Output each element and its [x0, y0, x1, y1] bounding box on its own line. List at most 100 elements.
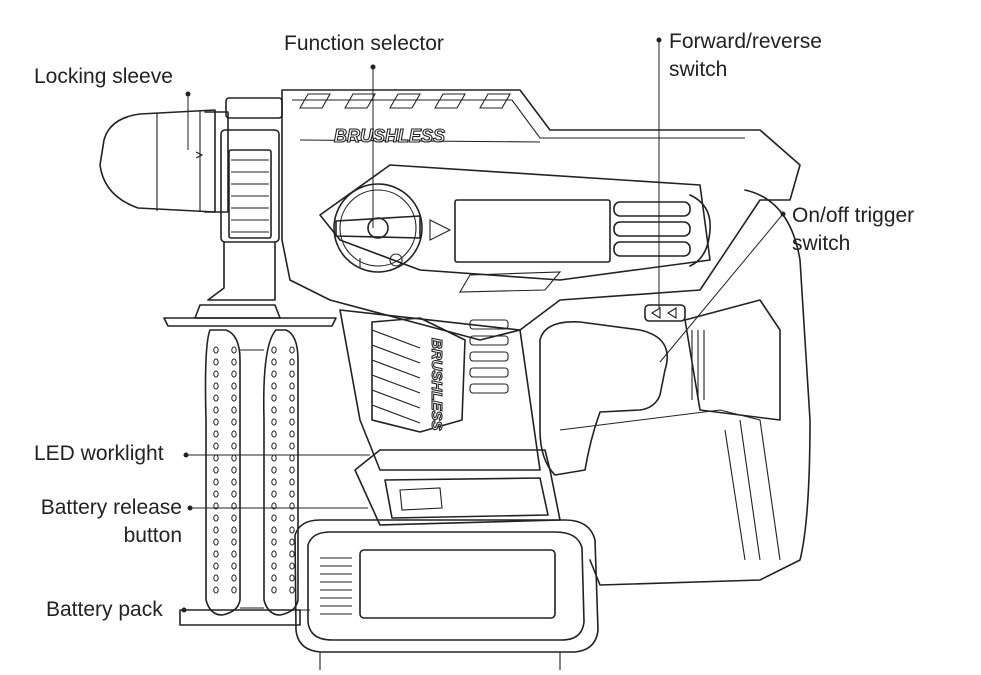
grip-dot: [289, 574, 295, 582]
rear-handle: [539, 189, 811, 586]
grip-dot: [289, 394, 295, 402]
grip-dot: [213, 586, 219, 594]
label-battery-release-line2: button: [123, 524, 182, 547]
grip-dot: [289, 550, 295, 558]
grip-dot: [289, 502, 295, 510]
label-function-selector: Function selector: [284, 32, 444, 55]
grip-dot: [231, 538, 237, 546]
label-forward-reverse-line1: Forward/reverse: [669, 30, 822, 53]
grip-dot: [271, 526, 277, 534]
grip-dot: [271, 478, 277, 486]
label-on-off-line1: On/off trigger: [792, 204, 915, 227]
label-led-worklight: LED worklight: [34, 442, 164, 465]
grip-dot: [271, 562, 277, 570]
grip-dot: [289, 490, 295, 498]
grip-dot: [289, 382, 295, 390]
function-selector-dial: [333, 183, 423, 273]
grip-dot: [213, 430, 219, 438]
grip-dot: [231, 346, 237, 354]
grip-dot: [289, 478, 295, 486]
grip-dot: [231, 550, 237, 558]
housing-brand-text: BRUSHLESS: [334, 126, 445, 146]
grip-dot: [271, 442, 277, 450]
grip-dot: [271, 430, 277, 438]
label-on-off-line2: switch: [792, 232, 851, 255]
grip-dot: [271, 502, 277, 510]
chuck-collar: [207, 97, 283, 301]
grip-dot: [213, 454, 219, 462]
label-forward-reverse-line2: switch: [669, 58, 728, 81]
grip-dot: [289, 538, 295, 546]
grip-dot: [213, 442, 219, 450]
grip-dot: [213, 466, 219, 474]
grip-dot: [213, 538, 219, 546]
grip-dot: [289, 466, 295, 474]
grip-dot: [271, 550, 277, 558]
grip-dot: [231, 430, 237, 438]
grip-dot: [289, 562, 295, 570]
grip-dot: [271, 490, 277, 498]
grip-dot: [213, 478, 219, 486]
grip-dot: [231, 406, 237, 414]
grip-dot: [231, 418, 237, 426]
battery-pack-shape: [294, 519, 599, 670]
grip-dot: [271, 418, 277, 426]
grip-dot: [213, 562, 219, 570]
grip-dot: [213, 502, 219, 510]
grip-dot: [213, 406, 219, 414]
grip-dot: [289, 442, 295, 450]
grip-dot: [271, 466, 277, 474]
grip-dot: [289, 526, 295, 534]
grip-dot: [231, 382, 237, 390]
label-locking-sleeve: Locking sleeve: [34, 65, 173, 88]
side-handle: [163, 304, 337, 626]
grip-dot: [271, 394, 277, 402]
grip-dot: [289, 454, 295, 462]
grip-dot: [289, 586, 295, 594]
handle-brand-text: BRUSHLESS: [428, 338, 445, 431]
grip-dot: [231, 526, 237, 534]
grip-dot: [231, 370, 237, 378]
grip-dot: [231, 586, 237, 594]
grip-dot: [271, 538, 277, 546]
grip-dot: [271, 358, 277, 366]
grip-dot: [271, 370, 277, 378]
grip-dot: [231, 442, 237, 450]
grip-dot: [289, 514, 295, 522]
grip-dot: [213, 382, 219, 390]
grip-dot: [231, 394, 237, 402]
grip-dot: [231, 490, 237, 498]
grip-dot: [271, 346, 277, 354]
grip-dot: [289, 370, 295, 378]
grip-dot: [289, 358, 295, 366]
housing: [281, 89, 801, 341]
label-battery-pack: Battery pack: [46, 598, 163, 621]
grip-dot: [213, 514, 219, 522]
grip-dot: [271, 406, 277, 414]
grip-dot: [231, 514, 237, 522]
battery-latch-area: [354, 449, 561, 526]
grip-dot: [231, 466, 237, 474]
grip-dot: [213, 526, 219, 534]
grip-dots: [213, 346, 295, 594]
grip-dot: [271, 586, 277, 594]
grip-dot: [289, 406, 295, 414]
chuck: [99, 109, 229, 213]
grip-dot: [213, 394, 219, 402]
grip-dot: [271, 454, 277, 462]
grip-dot: [213, 490, 219, 498]
grip-dot: [271, 514, 277, 522]
grip-dot: [213, 370, 219, 378]
leader-lines: [181, 37, 786, 613]
motor-body: [339, 309, 541, 471]
grip-dot: [289, 418, 295, 426]
grip-dot: [271, 574, 277, 582]
grip-dot: [213, 346, 219, 354]
grip-dot: [231, 358, 237, 366]
grip-dot: [289, 430, 295, 438]
grip-dot: [213, 550, 219, 558]
leader-on-off: [659, 213, 784, 363]
grip-dot: [231, 478, 237, 486]
